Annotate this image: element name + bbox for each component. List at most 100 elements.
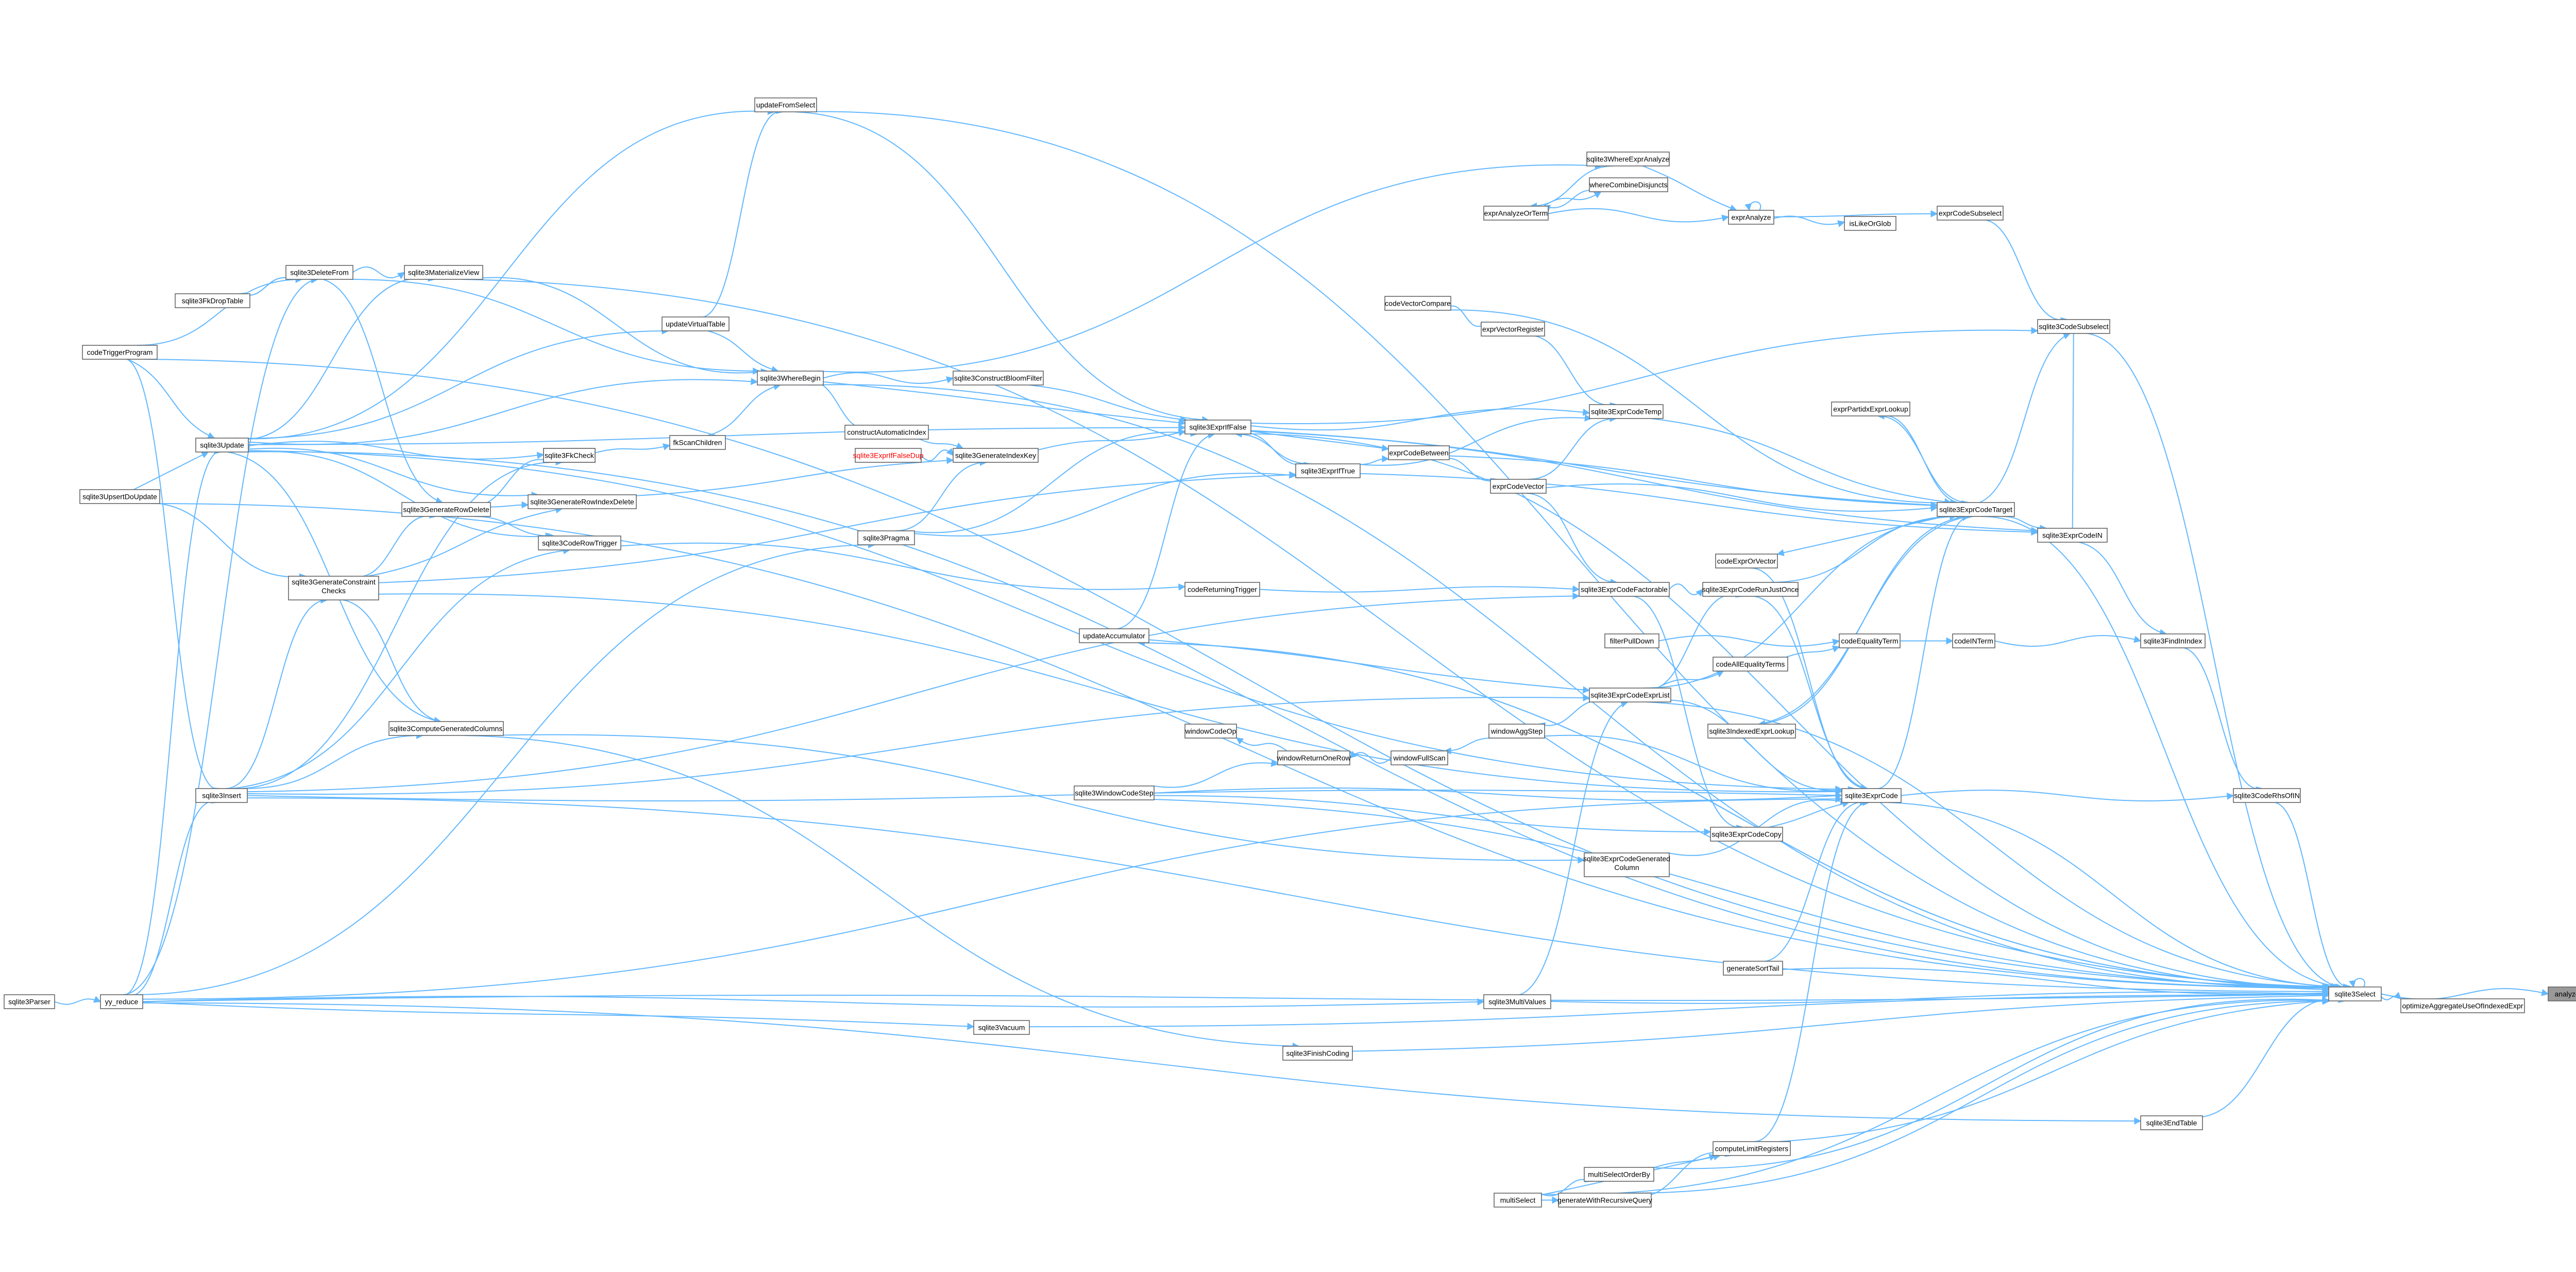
node-windowAggStep[interactable]: windowAggStep xyxy=(1488,724,1545,739)
node-box[interactable] xyxy=(1481,322,1545,337)
node-exprAnalyze[interactable]: exprAnalyze xyxy=(1728,210,1774,225)
node-box[interactable] xyxy=(973,1020,1030,1035)
node-sqlite3ExprCodeFactorable[interactable]: sqlite3ExprCodeFactorable xyxy=(1579,582,1670,597)
node-sqlite3IndexedExprLookup[interactable]: sqlite3IndexedExprLookup xyxy=(1707,724,1796,739)
node-box[interactable] xyxy=(844,425,929,440)
node-box[interactable] xyxy=(1937,206,2004,221)
node-sqlite3FindInIndex[interactable]: sqlite3FindInIndex xyxy=(2140,633,2206,648)
node-box[interactable] xyxy=(1391,750,1448,765)
node-sqlite3WhereBegin[interactable]: sqlite3WhereBegin xyxy=(757,371,824,386)
node-sqlite3Select[interactable]: sqlite3Select xyxy=(2328,986,2382,1001)
node-filterPullDown[interactable]: filterPullDown xyxy=(1604,633,1659,648)
node-sqlite3EndTable[interactable]: sqlite3EndTable xyxy=(2140,1115,2203,1130)
node-codeINTerm[interactable]: codeINTerm xyxy=(1952,633,1995,648)
node-box[interactable] xyxy=(1494,1193,1542,1208)
node-box[interactable] xyxy=(857,530,915,545)
node-sqlite3Pragma[interactable]: sqlite3Pragma xyxy=(857,530,915,545)
node-codeEqualityTerm[interactable]: codeEqualityTerm xyxy=(1839,633,1901,648)
node-box[interactable] xyxy=(1952,633,1995,648)
node-codeTriggerProgram[interactable]: codeTriggerProgram xyxy=(82,345,158,360)
node-box[interactable] xyxy=(1839,633,1901,648)
node-box[interactable] xyxy=(1184,420,1251,434)
node-box[interactable] xyxy=(288,576,379,600)
node-box[interactable] xyxy=(195,438,249,453)
node-yy_reduce[interactable]: yy_reduce xyxy=(100,994,143,1009)
node-codeAllEqualityTerms[interactable]: codeAllEqualityTerms xyxy=(1713,657,1788,672)
node-updateFromSelect[interactable]: updateFromSelect xyxy=(754,97,817,112)
node-sqlite3CodeSubselect[interactable]: sqlite3CodeSubselect xyxy=(2037,319,2110,334)
node-codeVectorCompare[interactable]: codeVectorCompare xyxy=(1384,296,1451,311)
node-codeReturningTrigger[interactable]: codeReturningTrigger xyxy=(1184,582,1260,597)
node-box[interactable] xyxy=(1841,788,1902,803)
node-box[interactable] xyxy=(669,435,726,450)
node-multiSelectOrderBy[interactable]: multiSelectOrderBy xyxy=(1584,1167,1654,1182)
node-box[interactable] xyxy=(1586,152,1670,166)
node-box[interactable] xyxy=(2037,319,2110,334)
node-sqlite3ExprCodeRunJustOnce[interactable]: sqlite3ExprCodeRunJustOnce xyxy=(1702,582,1799,597)
node-box[interactable] xyxy=(757,371,824,386)
node-box[interactable] xyxy=(1483,994,1551,1009)
node-box[interactable] xyxy=(1713,657,1788,672)
node-computeLimitRegisters[interactable]: computeLimitRegisters xyxy=(1713,1141,1791,1156)
node-box[interactable] xyxy=(4,994,55,1009)
node-box[interactable] xyxy=(953,371,1044,386)
node-sqlite3ExprCodeTemp[interactable]: sqlite3ExprCodeTemp xyxy=(1589,404,1664,419)
node-exprCodeSubselect[interactable]: exprCodeSubselect xyxy=(1937,206,2004,221)
node-box[interactable] xyxy=(1844,216,1896,231)
node-box[interactable] xyxy=(1831,401,1910,416)
node-box[interactable] xyxy=(538,535,621,550)
node-sqlite3GenerateRowIndexDelete[interactable]: sqlite3GenerateRowIndexDelete xyxy=(528,494,637,509)
node-box[interactable] xyxy=(285,265,353,280)
node-box[interactable] xyxy=(195,788,248,803)
node-box[interactable] xyxy=(2037,528,2108,543)
node-box[interactable] xyxy=(1488,724,1545,739)
node-sqlite3Vacuum[interactable]: sqlite3Vacuum xyxy=(973,1020,1030,1035)
node-sqlite3ExprIfFalseDup[interactable]: sqlite3ExprIfFalseDup xyxy=(853,448,924,463)
node-box[interactable] xyxy=(1707,724,1796,739)
node-sqlite3Insert[interactable]: sqlite3Insert xyxy=(195,788,248,803)
node-box[interactable] xyxy=(2400,998,2525,1013)
node-box[interactable] xyxy=(1723,961,1783,976)
node-sqlite3WindowCodeStep[interactable]: sqlite3WindowCodeStep xyxy=(1074,785,1155,800)
node-sqlite3Update[interactable]: sqlite3Update xyxy=(195,438,249,453)
node-box[interactable] xyxy=(1713,1141,1791,1156)
node-generateWithRecursiveQuery[interactable]: generateWithRecursiveQuery xyxy=(1557,1193,1652,1208)
node-box[interactable] xyxy=(855,448,922,463)
node-box[interactable] xyxy=(1584,852,1670,877)
node-box[interactable] xyxy=(1715,554,1778,568)
node-windowReturnOneRow[interactable]: windowReturnOneRow xyxy=(1276,750,1351,765)
node-sqlite3ExprIfFalse[interactable]: sqlite3ExprIfFalse xyxy=(1184,420,1251,434)
node-box[interactable] xyxy=(1589,177,1668,192)
node-sqlite3ExprCode[interactable]: sqlite3ExprCode xyxy=(1841,788,1902,803)
node-box[interactable] xyxy=(2548,986,2576,1001)
node-box[interactable] xyxy=(1702,582,1799,597)
node-sqlite3ExprIfTrue[interactable]: sqlite3ExprIfTrue xyxy=(1295,463,1361,478)
node-box[interactable] xyxy=(754,97,817,112)
node-box[interactable] xyxy=(1558,1193,1652,1208)
node-box[interactable] xyxy=(662,316,730,331)
node-box[interactable] xyxy=(528,494,637,509)
node-sqlite3ExprCodeCopy[interactable]: sqlite3ExprCodeCopy xyxy=(1710,827,1783,842)
node-constructAutomaticIndex[interactable]: constructAutomaticIndex xyxy=(844,425,929,440)
node-sqlite3DeleteFrom[interactable]: sqlite3DeleteFrom xyxy=(285,265,353,280)
node-box[interactable] xyxy=(1710,827,1783,842)
node-updateAccumulator[interactable]: updateAccumulator xyxy=(1079,628,1149,643)
node-box[interactable] xyxy=(543,448,596,463)
node-sqlite3CodeRhsOfIN[interactable]: sqlite3CodeRhsOfIN xyxy=(2233,788,2301,803)
node-sqlite3UpsertDoUpdate[interactable]: sqlite3UpsertDoUpdate xyxy=(79,489,160,504)
node-box[interactable] xyxy=(1584,1167,1654,1182)
node-box[interactable] xyxy=(1579,582,1670,597)
node-box[interactable] xyxy=(1184,582,1260,597)
node-codeExprOrVector[interactable]: codeExprOrVector xyxy=(1715,554,1778,568)
node-box[interactable] xyxy=(1282,1046,1353,1061)
node-box[interactable] xyxy=(1937,502,2015,517)
node-box[interactable] xyxy=(1295,463,1361,478)
node-sqlite3CodeRowTrigger[interactable]: sqlite3CodeRowTrigger xyxy=(538,535,621,550)
node-fkScanChildren[interactable]: fkScanChildren xyxy=(669,435,726,450)
node-box[interactable] xyxy=(1589,404,1664,419)
node-box[interactable] xyxy=(1277,750,1350,765)
node-sqlite3GenerateIndexKey[interactable]: sqlite3GenerateIndexKey xyxy=(953,448,1039,463)
node-sqlite3ExprCodeExprList[interactable]: sqlite3ExprCodeExprList xyxy=(1589,688,1671,702)
